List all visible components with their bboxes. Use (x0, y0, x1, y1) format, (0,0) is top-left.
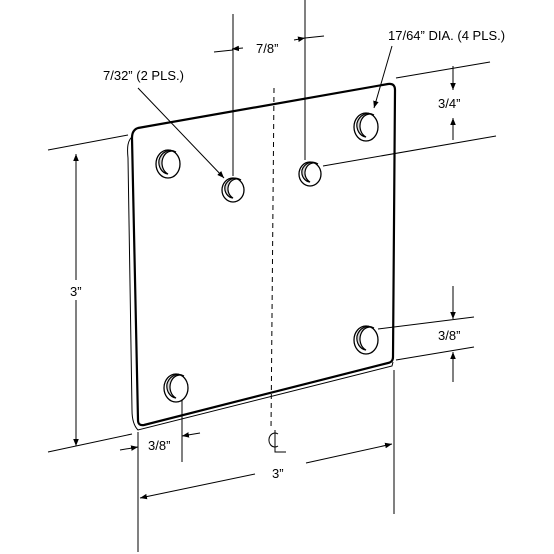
width-label: 3” (272, 466, 284, 481)
bottom-right-offset-label: 3/8” (438, 328, 460, 343)
small-hole-callout-label: 7/32” (2 PLS.) (103, 68, 184, 83)
callout-large-holes: 17/64” DIA. (4 PLS.) (373, 28, 505, 109)
dimension-height: 3” (47, 134, 133, 453)
top-hole-offset-label: 3/4” (438, 96, 460, 111)
plate (127, 82, 397, 431)
hole-bottom-left (163, 373, 189, 403)
center-hole-spacing-label: 7/8” (256, 41, 278, 56)
plate-face (130, 82, 397, 427)
bottom-left-offset-label: 3/8” (148, 438, 170, 453)
hole-bottom-right (353, 325, 379, 355)
dimension-width: 3” (139, 370, 395, 514)
hole-top-left (155, 149, 181, 179)
dimension-bottom-left-offset: 3/8” (119, 400, 201, 552)
hole-center-right (298, 161, 322, 187)
hole-top-right (353, 112, 379, 142)
dimension-bottom-right-offset: 3/8” (377, 286, 475, 382)
height-label: 3” (70, 284, 82, 299)
centerline-symbol (268, 430, 286, 453)
callout-small-holes: 7/32” (2 PLS.) (103, 68, 225, 179)
plate-side-face (127, 134, 394, 431)
hole-center-left (221, 177, 245, 203)
dimension-center-hole-spacing: 7/8” (213, 0, 325, 176)
large-hole-callout-label: 17/64” DIA. (4 PLS.) (388, 28, 505, 43)
center-line (270, 87, 275, 431)
dimension-top-hole-offset: 3/4” (322, 61, 497, 167)
